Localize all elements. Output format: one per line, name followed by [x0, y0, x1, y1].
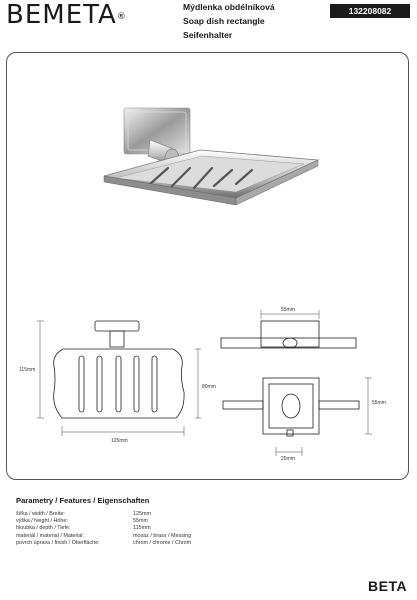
dim-top-width: 55mm: [281, 307, 295, 313]
front-dimensions: [37, 320, 201, 436]
param-row: šířka / width / Breite: 125mm: [16, 511, 316, 518]
title-de: Seifenhalter: [183, 30, 233, 40]
title-en: Soap dish rectangle: [183, 16, 265, 26]
param-value: 125mm: [133, 511, 151, 517]
parameters-heading: Parametry / Features / Eigenschaften: [16, 496, 150, 505]
front-view: [53, 320, 185, 419]
title-cz: Mýdlenka obdélníková: [183, 2, 275, 12]
param-label: šířka / width / Breite:: [16, 511, 65, 517]
top-view: [220, 320, 357, 349]
dim-bottom: 25mm: [281, 456, 295, 462]
dim-side-height: 80mm: [202, 384, 216, 390]
param-row: materiál / material / Material: mosaz / b…: [16, 533, 316, 540]
dim-front-width: 125mm: [111, 438, 128, 444]
registered-mark: ®: [116, 12, 127, 22]
drawing-frame: [6, 52, 409, 480]
dim-front-height: 115mm: [19, 367, 35, 373]
parameters-section: Parametry / Features / Eigenschaften šíř…: [16, 496, 316, 547]
param-label: povrch úprava / finish / Oberfläche:: [16, 539, 100, 546]
param-value: 55mm: [133, 518, 148, 525]
wall-plate-view: [222, 377, 360, 437]
param-label: materiál / material / Material:: [16, 532, 85, 539]
param-value: chrom / chrome / Chrom: [133, 539, 192, 546]
param-row: povrch úprava / finish / Oberfläche: chro…: [16, 540, 316, 547]
product-code: 132208082: [330, 4, 410, 18]
param-row: výška / height / Höhe: 55mm: [16, 518, 316, 525]
param-label: výška / height / Höhe:: [16, 518, 68, 525]
param-label: hloubka / depth / Tiefe:: [16, 525, 71, 532]
param-value: mosaz / brass / Messing: [133, 532, 192, 539]
product-photo: [103, 107, 320, 206]
dim-side-depth: 55mm: [372, 400, 386, 406]
brand-name: BEMETA: [6, 0, 117, 30]
series-name: BETA: [368, 578, 408, 594]
brand-logo: BEMETA®: [6, 0, 127, 30]
param-row: hloubka / depth / Tiefe: 115mm: [16, 525, 316, 532]
param-value: 115mm: [133, 525, 151, 532]
product-titles: Mýdlenka obdélníková Soap dish rectangle…: [183, 0, 275, 42]
